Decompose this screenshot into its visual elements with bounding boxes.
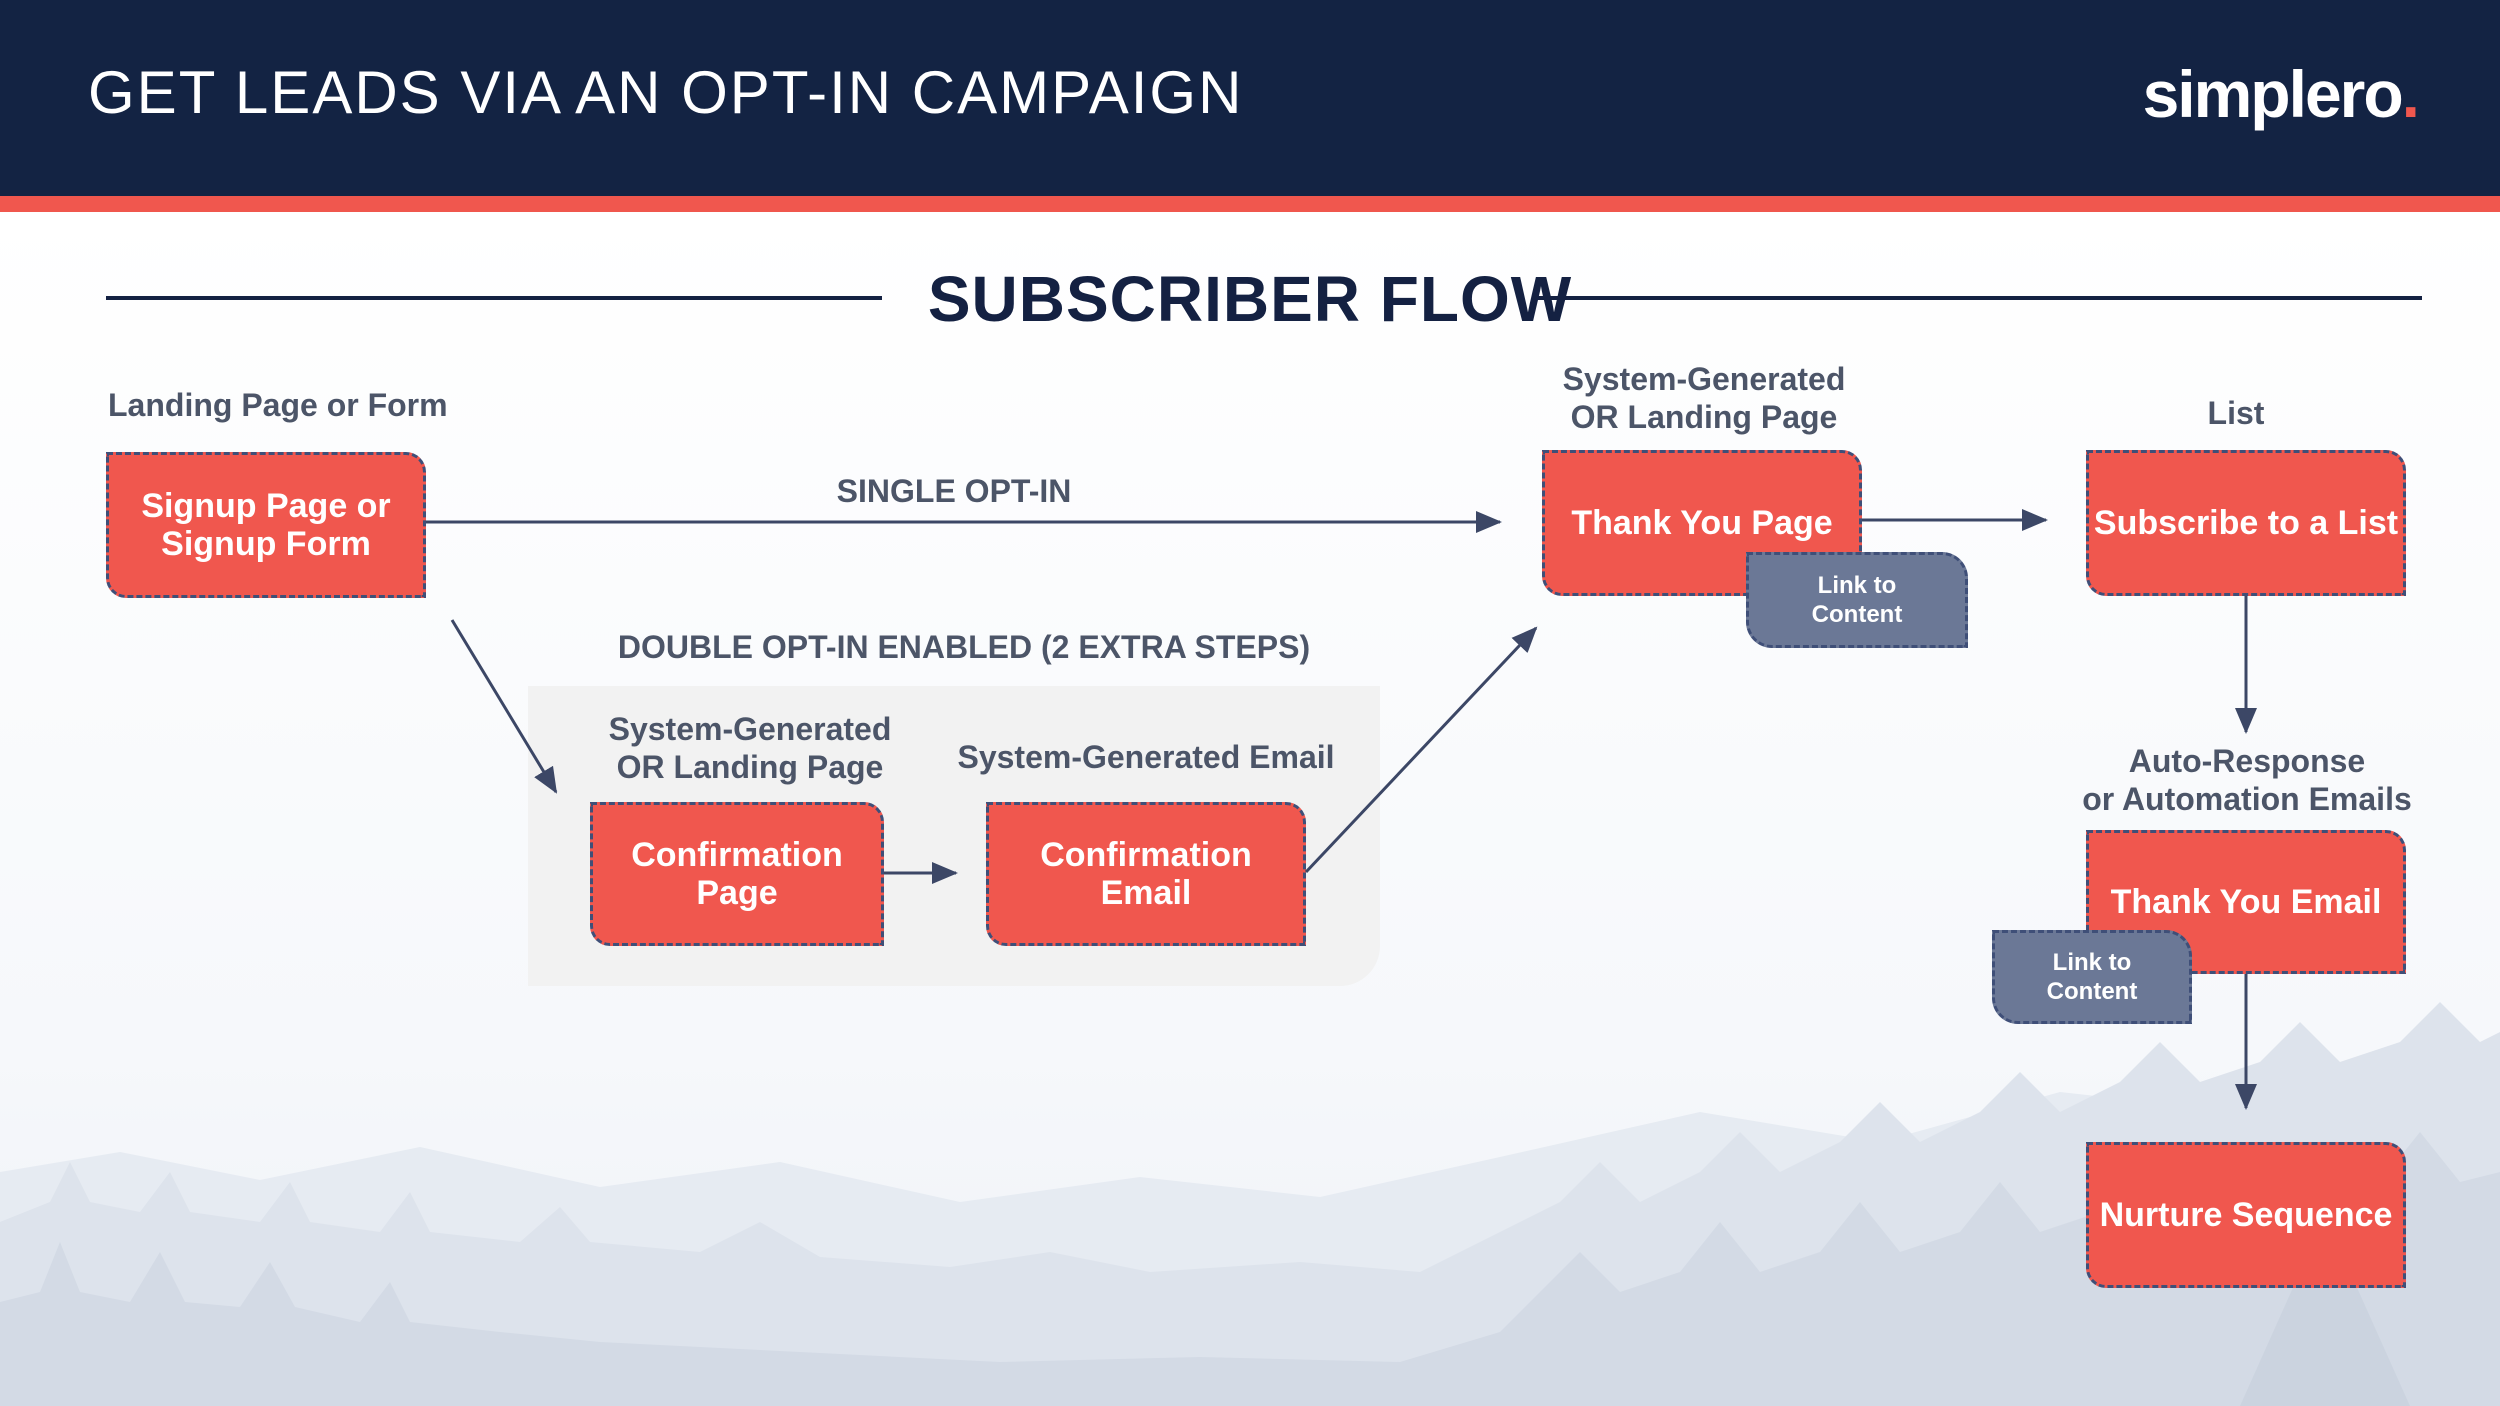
header-accent-stripe xyxy=(0,196,2500,212)
title-rule-right xyxy=(1536,296,2422,300)
page-title: GET LEADS VIA AN OPT-IN CAMPAIGN xyxy=(88,59,1244,126)
logo-text: simplero xyxy=(2142,57,2404,131)
confirmation-page-box: Confirmation Page xyxy=(590,802,884,946)
link-to-content-chip-page: Link to Content xyxy=(1746,552,1968,648)
nurture-sequence-box: Nurture Sequence xyxy=(2086,1142,2406,1288)
thank-you-page-box: Thank You Page xyxy=(1542,450,1862,596)
title-rule-left xyxy=(106,296,882,300)
label-single-optin: SINGLE OPT-IN xyxy=(836,473,1072,509)
link-to-content-chip-email: Link to Content xyxy=(1992,930,2192,1024)
label-auto-response: Auto-Response or Automation Emails xyxy=(2082,743,2412,817)
confirmation-email-box: Confirmation Email xyxy=(986,802,1306,946)
diagram-title: SUBSCRIBER FLOW xyxy=(927,263,1573,335)
label-system-generated-landing-2: System-Generated OR Landing Page xyxy=(1562,361,1846,435)
signup-page-or-form-box: Signup Page or Signup Form xyxy=(106,452,426,598)
header-bar xyxy=(0,0,2500,196)
label-list: List xyxy=(2207,395,2265,431)
logo-dot: . xyxy=(2401,57,2420,131)
label-landing-page-or-form: Landing Page or Form xyxy=(108,387,448,423)
label-double-optin: DOUBLE OPT-IN ENABLED (2 EXTRA STEPS) xyxy=(617,629,1311,665)
label-system-generated-landing-1: System-Generated OR Landing Page xyxy=(608,711,892,785)
label-system-generated-email: System-Generated Email xyxy=(957,739,1335,775)
subscribe-to-list-box: Subscribe to a List xyxy=(2086,450,2406,596)
simplero-logo: simplero. xyxy=(2142,56,2420,132)
